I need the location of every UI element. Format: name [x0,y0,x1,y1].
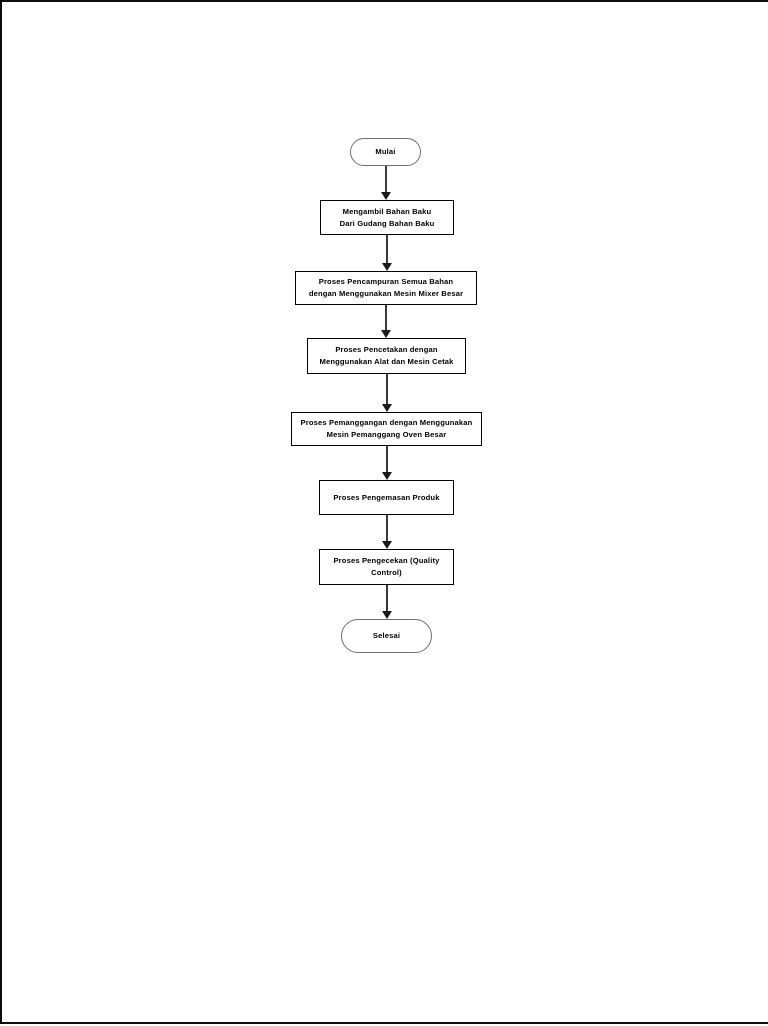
connector-start-to-step-1 [385,166,387,193]
arrowhead-icon [381,330,391,338]
node-label: Proses Pencampuran Semua Bahan dengan Me… [308,277,464,298]
flowchart-node-step-4[interactable]: Proses Pemanggangan dengan Menggunakan M… [291,412,482,446]
arrowhead-icon [382,541,392,549]
flowchart-node-end[interactable]: Selesai [341,619,432,653]
flowchart-node-step-2[interactable]: Proses Pencampuran Semua Bahan dengan Me… [295,271,477,305]
arrowhead-icon [381,192,391,200]
flowchart-node-step-5[interactable]: Proses Pengemasan Produk [319,480,454,515]
node-label: Proses Pemanggangan dengan Menggunakan M… [300,418,473,439]
node-label: Mengambil Bahan Baku Dari Gudang Bahan B… [339,206,435,228]
flowchart-node-step-1[interactable]: Mengambil Bahan Baku Dari Gudang Bahan B… [320,200,454,235]
connector-step-3-to-step-4 [386,374,388,405]
connector-step-5-to-step-6 [386,515,388,542]
flowchart-node-step-3[interactable]: Proses Pencetakan dengan Menggunakan Ala… [307,338,466,374]
connector-step-1-to-step-2 [386,235,388,264]
arrowhead-icon [382,263,392,271]
flowchart-node-step-6[interactable]: Proses Pengecekan (Quality Control) [319,549,454,585]
arrowhead-icon [382,404,392,412]
node-label: Mulai [375,147,396,157]
node-label: Proses Pencetakan dengan Menggunakan Ala… [319,345,454,366]
connector-step-6-to-end [386,585,388,612]
node-label: Proses Pengecekan (Quality Control) [333,556,440,577]
connector-step-2-to-step-3 [385,305,387,331]
connector-step-4-to-step-5 [386,446,388,473]
flowchart-node-start[interactable]: Mulai [350,138,421,166]
arrowhead-icon [382,472,392,480]
node-label: Selesai [372,631,401,641]
node-label: Proses Pengemasan Produk [333,492,440,502]
arrowhead-icon [382,611,392,619]
